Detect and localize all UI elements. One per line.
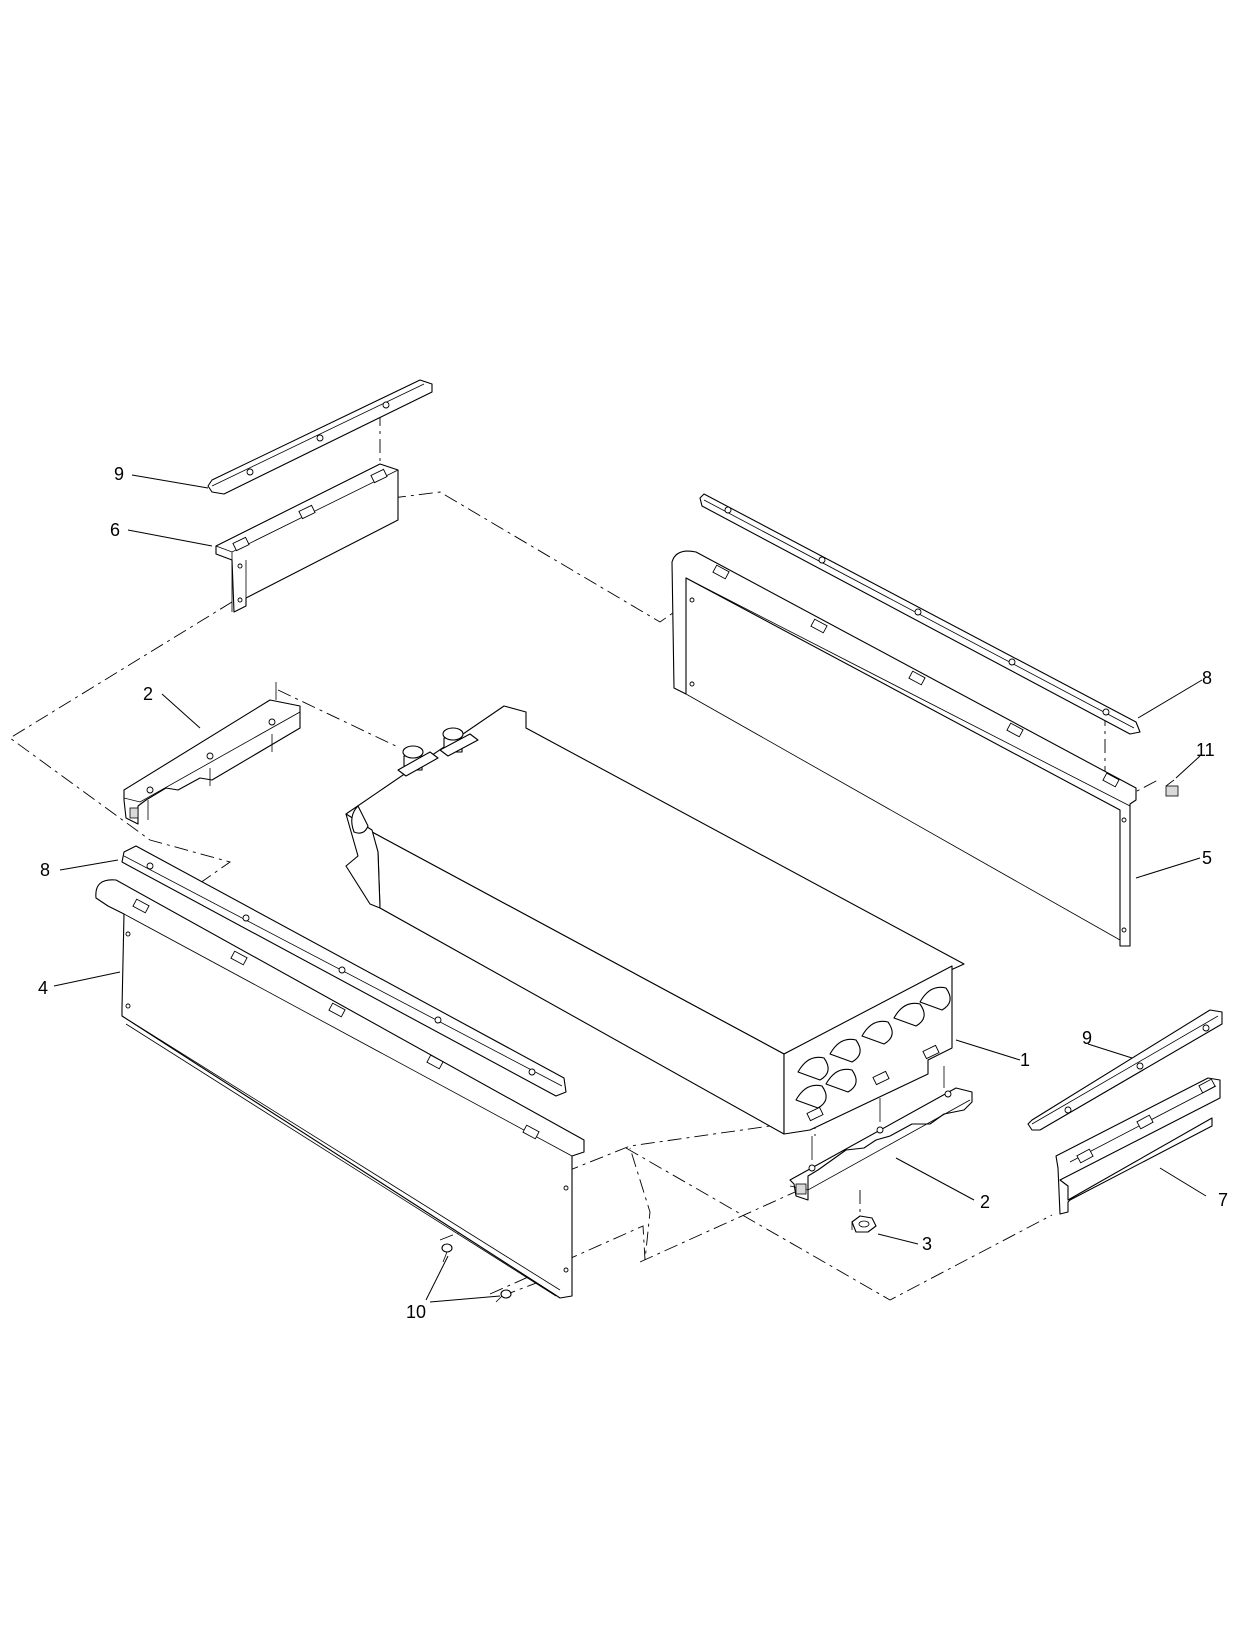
leader-lines bbox=[53, 474, 1207, 1303]
callout-4: 4 bbox=[38, 978, 48, 998]
part-3-nut bbox=[851, 1215, 877, 1233]
part-6-bracket bbox=[215, 463, 399, 613]
callout-1: 1 bbox=[1020, 1050, 1030, 1070]
part-9-right-strip bbox=[1027, 1009, 1223, 1131]
callout-9-top: 9 bbox=[114, 464, 124, 484]
callout-2-upper: 2 bbox=[143, 684, 153, 704]
part-8-top-right-strip bbox=[699, 493, 1141, 735]
part-1-evaporator-coil bbox=[345, 705, 965, 1135]
callout-8-right: 8 bbox=[1202, 668, 1212, 688]
part-8-lower-strip bbox=[121, 845, 567, 1097]
callout-11: 11 bbox=[1196, 740, 1215, 760]
coil-fittings bbox=[397, 727, 479, 777]
callout-7: 7 bbox=[1218, 1190, 1228, 1210]
part-11-clip bbox=[1165, 779, 1179, 797]
callout-8-left: 8 bbox=[40, 860, 50, 880]
part-5-side-panel bbox=[671, 550, 1137, 947]
part-7-bracket bbox=[1055, 1077, 1221, 1215]
part-10-screws bbox=[441, 1243, 512, 1303]
part-2-upper-bracket bbox=[123, 682, 301, 825]
callout-6: 6 bbox=[110, 520, 120, 540]
callout-2-lower: 2 bbox=[980, 1192, 990, 1212]
callout-5: 5 bbox=[1202, 848, 1212, 868]
callout-3: 3 bbox=[922, 1234, 932, 1254]
part-4-side-panel bbox=[95, 879, 585, 1299]
coil-return-bends bbox=[351, 805, 951, 1109]
callout-9-right: 9 bbox=[1082, 1028, 1092, 1048]
part-2-lower-bracket bbox=[789, 1066, 973, 1201]
callout-10: 10 bbox=[406, 1302, 426, 1322]
callout-labels: 9 6 2 8 4 8 11 5 1 9 2 3 7 10 bbox=[38, 464, 1228, 1322]
part-9-top-strip bbox=[207, 379, 433, 495]
